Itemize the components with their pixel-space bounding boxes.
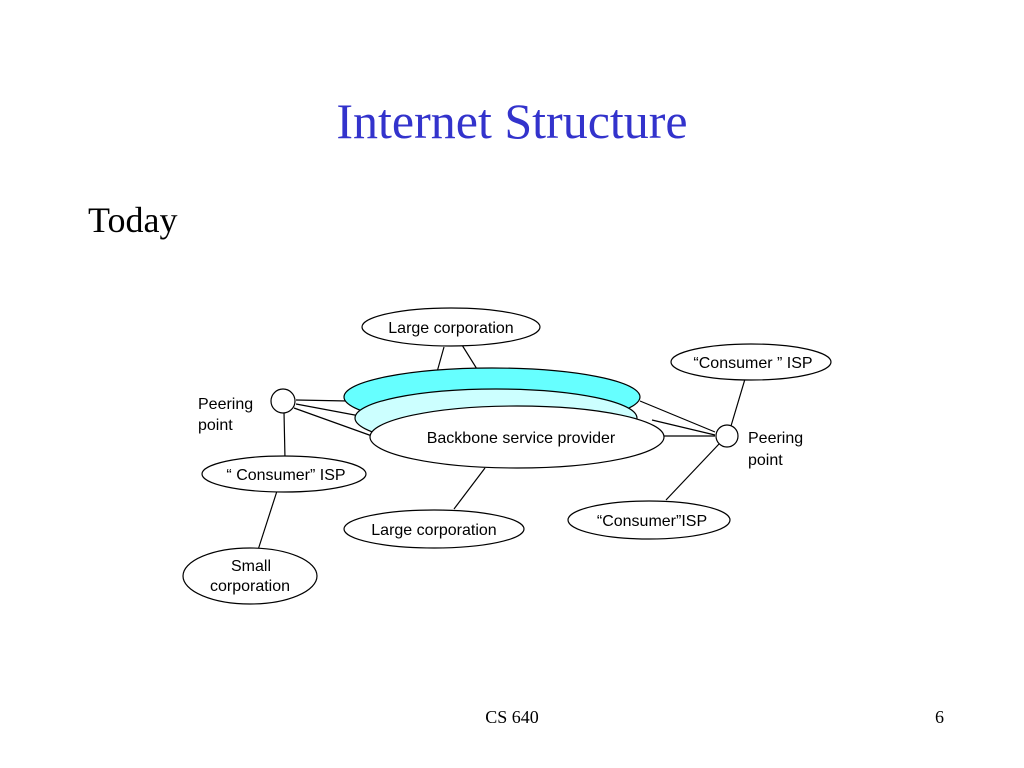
consumer-isp-right-bottom-label: “Consumer”ISP: [597, 513, 707, 530]
footer-course: CS 640: [485, 707, 539, 727]
line-peering-right-consumer-top: [730, 378, 746, 427]
line-peering-left-consumer: [283, 411, 286, 460]
peering-point-right-label-1: Peering: [748, 430, 803, 447]
large-corporation-top-node: [361, 307, 541, 347]
peering-point-left-node: [270, 388, 296, 414]
consumer-isp-left-node: [201, 455, 367, 493]
peering-point-left-label-1: Peering: [198, 396, 253, 413]
line-backbone-largecorp-bottom: [453, 467, 486, 510]
line-peering-right-consumer-bottom: [665, 443, 720, 501]
consumer-isp-right-top-node: [670, 343, 832, 381]
consumer-isp-left-label: “ Consumer” ISP: [226, 467, 345, 484]
backbone-service-provider: [369, 405, 665, 469]
backbone-label: Backbone service provider: [427, 430, 616, 447]
peering-point-right-label-2: point: [748, 452, 783, 469]
line-peering-left-backbone-top: [295, 399, 349, 402]
small-corporation-node: [182, 547, 318, 605]
peering-point-right-node: [715, 424, 739, 448]
slide-subtitle: Today: [88, 200, 178, 240]
connection-lines: [257, 344, 746, 551]
small-corporation-label-1: Small: [231, 558, 271, 575]
line-largecorp-top-backbone1: [436, 346, 445, 373]
line-peering-left-backbone-mid: [295, 403, 361, 417]
footer-page-number: 6: [935, 707, 944, 727]
large-corporation-bottom-node: [343, 509, 525, 549]
small-corporation-label-2: corporation: [210, 578, 290, 595]
peering-point-left-label-2: point: [198, 417, 233, 434]
line-backbone-peering-right-top: [639, 400, 716, 433]
line-backbone-peering-right-mid: [651, 419, 716, 436]
large-corporation-top-label: Large corporation: [388, 320, 513, 337]
consumer-isp-right-top-label: “Consumer ” ISP: [693, 355, 812, 372]
consumer-isp-right-bottom-node: [567, 500, 731, 540]
line-peering-left-backbone-bot: [293, 407, 373, 437]
line-consumer-left-smallcorp: [257, 490, 278, 551]
large-corporation-bottom-label: Large corporation: [371, 522, 496, 539]
slide-title: Internet Structure: [336, 93, 688, 149]
